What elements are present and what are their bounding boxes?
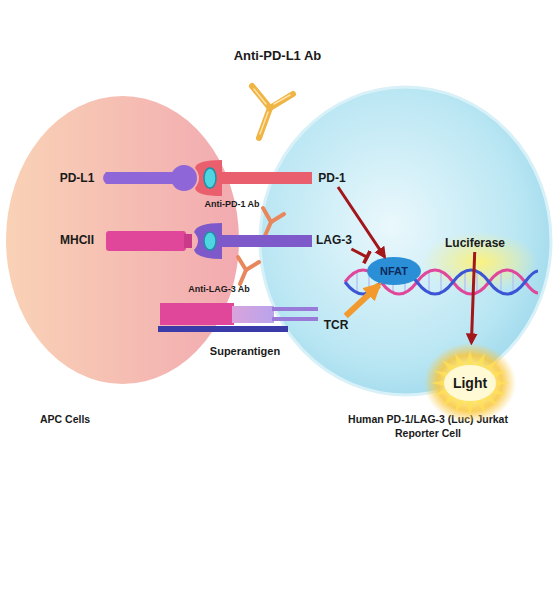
protein-label: MHCII [50, 231, 104, 249]
highlight-line [260, 112, 268, 134]
node-label: Superantigen [200, 343, 290, 359]
node-label: LAG-3 [310, 231, 358, 249]
anti-lag-3-antibody [238, 257, 259, 284]
glow [424, 343, 516, 423]
antibody-label: Anti-LAG-3 Ab [176, 284, 262, 294]
superantigen-block [232, 306, 274, 323]
nfat-ellipse [367, 257, 421, 285]
antibody-arm [252, 86, 270, 108]
antibody-label: Anti-PD-1 Ab [192, 199, 272, 209]
node-label: Luciferase [436, 234, 514, 252]
node-outline [258, 85, 553, 397]
antibody-arm [246, 262, 259, 270]
antibody-highlight [254, 89, 290, 134]
protein-label: LAG-3 [310, 231, 358, 249]
node-label: NFAT [367, 257, 421, 285]
protein-label: PD-1 [313, 169, 351, 187]
highlight-line [254, 89, 266, 104]
node-label: Light [424, 343, 516, 423]
protein-label: Superantigen [200, 343, 290, 359]
apc-cell: APC CellsPD-L1MHCII [5, 95, 240, 385]
protein-label: TCR [318, 316, 354, 334]
node-label: PD-1 [313, 169, 351, 187]
cell-body [260, 87, 551, 395]
gene-label: Luciferase [436, 234, 514, 252]
light-glow: Light [424, 343, 516, 423]
cell-body [6, 96, 239, 384]
antibody-stem [240, 270, 246, 284]
reporter-cell: Human PD-1/LAG-3 (Luc) Jurkat Reporter C… [258, 85, 553, 397]
antibody-arm [238, 257, 246, 270]
transcription-factor: NFAT [367, 257, 421, 285]
antibody-label: Anti-PD-L1 Ab [205, 48, 350, 63]
highlight-line [274, 95, 290, 104]
node-label: Human PD-1/LAG-3 (Luc) Jurkat Reporter C… [328, 413, 528, 440]
node-label: APC Cells [40, 413, 130, 427]
antibody-arm [270, 94, 293, 108]
node-label: TCR [318, 316, 354, 334]
node-outline [5, 95, 240, 385]
antibody-stem [259, 108, 270, 138]
node-label: PD-L1 [55, 169, 99, 187]
node-label: MHCII [50, 231, 104, 249]
anti-pd-l1-antibody [252, 86, 293, 138]
protein-label: PD-L1 [55, 169, 99, 187]
